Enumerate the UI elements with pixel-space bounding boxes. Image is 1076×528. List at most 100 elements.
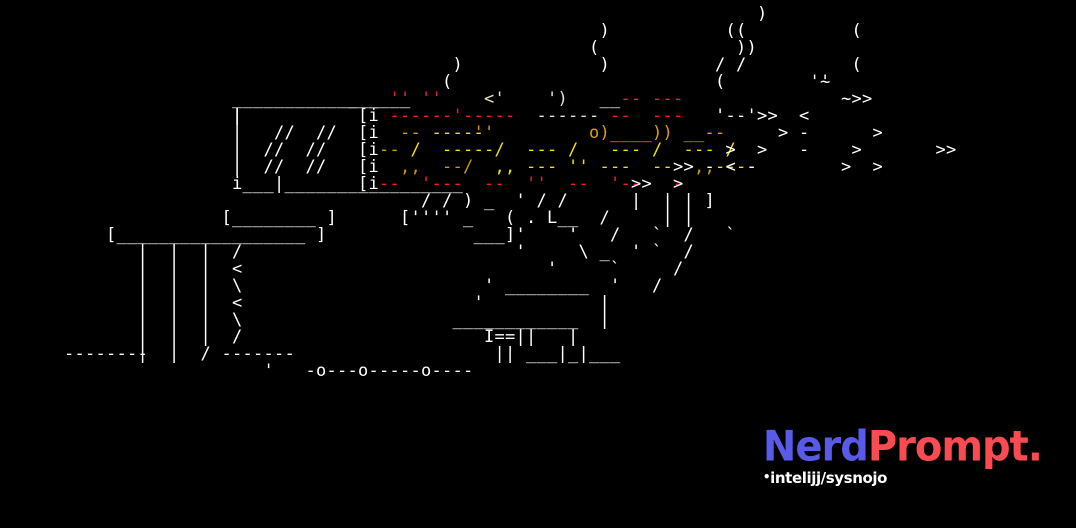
ascii-glyph: / — [599, 208, 610, 228]
ascii-glyph: | — [568, 327, 579, 347]
ascii-glyph: i — [368, 106, 379, 126]
ascii-glyph: ' — [631, 242, 642, 262]
ascii-glyph: _ — [568, 276, 579, 296]
ascii-glyph: ( — [736, 21, 747, 41]
ascii-glyph: | — [232, 140, 243, 160]
ascii-glyph: < — [799, 106, 810, 126]
ascii-glyph: _ — [610, 123, 621, 143]
ascii-glyph: ' — [494, 89, 505, 109]
ascii-glyph: - — [620, 106, 631, 126]
ascii-glyph: > — [851, 140, 862, 160]
ascii-glyph: _ — [295, 225, 306, 245]
ascii-glyph: - — [652, 106, 663, 126]
ascii-glyph: / — [736, 55, 747, 75]
ascii-glyph: | — [200, 276, 211, 296]
ascii-glyph: - — [662, 157, 673, 177]
ascii-glyph: - — [442, 140, 453, 160]
ascii-glyph: - — [379, 140, 390, 160]
ascii-glyph: _ — [337, 174, 348, 194]
ascii-glyph: - — [547, 140, 558, 160]
ascii-glyph: > — [673, 157, 684, 177]
ascii-glyph: - — [673, 106, 684, 126]
ascii-glyph: _ — [368, 89, 379, 109]
ascii-glyph: ` — [652, 225, 663, 245]
ascii-glyph: - — [442, 106, 453, 126]
ascii-glyph: _ — [295, 174, 306, 194]
ascii-glyph: - — [347, 361, 358, 381]
ascii-glyph: i — [232, 174, 243, 194]
logo-handle: •intelijj/sysnojo — [763, 469, 1042, 486]
ascii-glyph: - — [568, 174, 579, 194]
ascii-glyph: | — [494, 344, 505, 364]
ascii-glyph: | — [137, 310, 148, 330]
ascii-glyph: | — [200, 310, 211, 330]
ascii-glyph: _ — [242, 174, 253, 194]
ascii-glyph: _ — [589, 344, 600, 364]
ascii-glyph: - — [568, 106, 579, 126]
ascii-glyph: - — [389, 174, 400, 194]
ascii-glyph: - — [463, 123, 474, 143]
ascii-glyph: - — [431, 174, 442, 194]
ascii-glyph: - — [463, 140, 474, 160]
ascii-glyph: _ — [316, 89, 327, 109]
ascii-glyph: - — [557, 106, 568, 126]
ascii-glyph: - — [452, 123, 463, 143]
ascii-glyph: _ — [694, 123, 705, 143]
ascii-glyph: ) — [452, 55, 463, 75]
ascii-glyph: - — [473, 106, 484, 126]
ascii-glyph: / — [316, 123, 327, 143]
ascii-glyph: / — [305, 140, 316, 160]
ascii-glyph: - — [799, 140, 810, 160]
ascii-glyph: | — [137, 344, 148, 364]
ascii-glyph: - — [85, 344, 96, 364]
ascii-glyph: ` — [725, 225, 736, 245]
ascii-glyph: ' — [421, 208, 432, 228]
ascii-glyph: - — [253, 344, 264, 364]
ascii-glyph: - — [620, 174, 631, 194]
ascii-glyph: - — [410, 106, 421, 126]
ascii-glyph: - — [452, 361, 463, 381]
ascii-glyph: _ — [505, 310, 516, 330]
ascii-glyph: _ — [536, 344, 547, 364]
ascii-glyph: _ — [347, 89, 358, 109]
ascii-glyph: i — [368, 157, 379, 177]
ascii-glyph: > — [725, 140, 736, 160]
logo-word-nerd: Nerd — [762, 422, 869, 472]
ascii-glyph: _ — [610, 344, 621, 364]
ascii-glyph: _ — [200, 225, 211, 245]
ascii-glyph: _ — [515, 276, 526, 296]
ascii-glyph: _ — [295, 89, 306, 109]
ascii-glyph: ( — [505, 208, 516, 228]
ascii-glyph: ) — [599, 123, 610, 143]
ascii-glyph: _ — [274, 208, 285, 228]
ascii-glyph: ' — [389, 89, 400, 109]
ascii-glyph: > — [673, 174, 684, 194]
ascii-glyph: | — [137, 327, 148, 347]
ascii-glyph: - — [610, 140, 621, 160]
ascii-glyph: - — [64, 344, 75, 364]
ascii-glyph: - — [578, 174, 589, 194]
ascii-glyph: o — [358, 361, 369, 381]
ascii-glyph: | — [631, 191, 642, 211]
ascii-glyph: ) — [463, 191, 474, 211]
ascii-glyph: ) — [599, 21, 610, 41]
ascii-glyph: o — [589, 123, 600, 143]
ascii-glyph: _ — [284, 89, 295, 109]
ascii-glyph: _ — [473, 225, 484, 245]
ascii-glyph: ] — [316, 225, 327, 245]
ascii-glyph: ' — [809, 72, 820, 92]
ascii-glyph: / — [673, 259, 684, 279]
ascii-glyph: i — [368, 140, 379, 160]
ascii-glyph: _ — [274, 89, 285, 109]
ascii-glyph: _ — [368, 174, 379, 194]
ascii-glyph: | — [169, 242, 180, 262]
ascii-glyph: - — [431, 106, 442, 126]
ascii-glyph: > — [631, 174, 642, 194]
ascii-glyph: > — [757, 106, 768, 126]
ascii-glyph: ' — [568, 225, 579, 245]
ascii-glyph: _ — [127, 225, 138, 245]
ascii-glyph: _ — [683, 123, 694, 143]
ascii-glyph: _ — [526, 344, 537, 364]
ascii-glyph: ' — [536, 174, 547, 194]
ascii-glyph: - — [337, 361, 348, 381]
